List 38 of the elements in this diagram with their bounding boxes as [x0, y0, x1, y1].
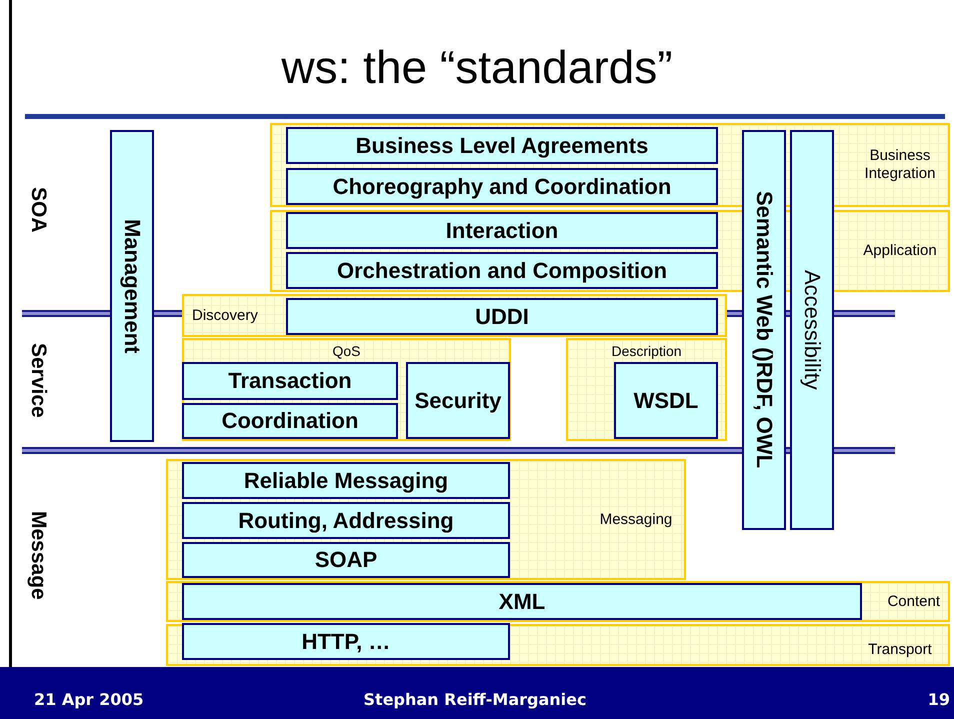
standard-box: Interaction	[286, 212, 718, 249]
layer-group-panel	[182, 294, 727, 337]
vertical-standard-bar: Accessibility	[790, 130, 834, 530]
layer-label: Message	[26, 510, 51, 602]
group-label: Content	[887, 592, 940, 610]
group-label: Business Integration	[864, 147, 936, 183]
standard-box: Choreography and Coordination	[286, 168, 718, 205]
vertical-standard-bar: Semantic Web ()RDF, OWL	[742, 130, 786, 530]
standard-box: Coordination	[182, 403, 398, 439]
group-label: Application	[862, 242, 938, 260]
footer-text: 21 Apr 2005	[34, 690, 144, 709]
group-label: QoS	[331, 343, 362, 360]
group-label: Description	[610, 343, 683, 360]
standard-box: XML	[182, 583, 862, 620]
layer-group-panel	[166, 624, 950, 666]
page-number: 19	[928, 690, 950, 709]
standard-box: Orchestration and Composition	[286, 252, 718, 289]
standard-box: Routing, Addressing	[182, 502, 510, 539]
standard-box: Reliable Messaging	[182, 462, 510, 499]
layer-group-panel	[166, 581, 950, 622]
footer-text: Stephan Reiff-Marganiec	[362, 690, 588, 709]
standard-box: HTTP, …	[182, 623, 510, 660]
vertical-standard-bar: Management	[110, 130, 154, 442]
layer-group-panel	[182, 338, 511, 441]
standard-box: Transaction	[182, 362, 398, 400]
standard-box: UDDI	[286, 298, 718, 335]
standard-box: Security	[406, 362, 510, 439]
group-label: Messaging	[598, 510, 674, 528]
standard-box: WSDL	[614, 362, 718, 439]
standard-box: SOAP	[182, 542, 510, 578]
slide-title: ws: the “standards”	[280, 40, 674, 94]
standard-box: Business Level Agreements	[286, 127, 718, 164]
layer-label: SOA	[26, 186, 51, 235]
group-label: Discovery	[192, 306, 258, 324]
layer-group-panel	[566, 338, 727, 441]
layer-label: Service	[26, 342, 51, 420]
group-label: Transport	[867, 641, 933, 659]
layer-group-panel	[166, 459, 686, 580]
